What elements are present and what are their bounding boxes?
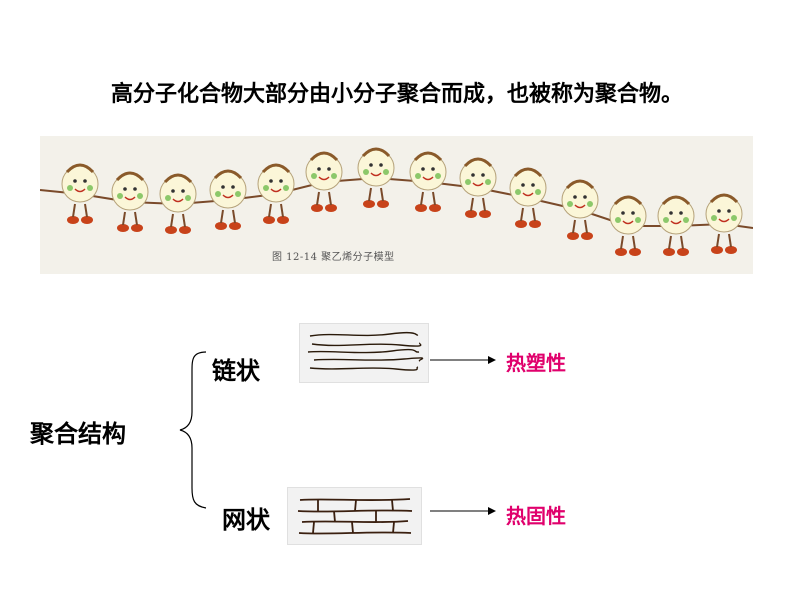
smiley-molecule-icon [657,195,695,256]
arrow-right-icon [430,356,496,364]
branch-label-network: 网状 [222,506,270,534]
curly-brace [179,351,207,509]
smiley-molecule-icon [111,171,149,232]
property-thermoset: 热固性 [506,504,566,528]
linear-structure-illustration [299,323,429,383]
headline: 高分子化合物大部分由小分子聚合而成，也被称为聚合物。 [110,82,683,107]
smiley-molecule-icon [357,147,395,208]
arrow-right-icon [430,507,496,515]
smiley-molecule-icon [61,163,99,224]
smiley-molecule-icon [705,193,743,254]
smiley-molecule-icon [159,173,197,234]
figure-caption: 图 12-14 聚乙烯分子模型 [272,252,395,263]
smiley-molecule-icon [409,151,447,212]
smiley-molecule-icon [459,157,497,218]
smiley-molecule-icon [609,195,647,256]
smiley-molecule-icon [209,169,247,230]
smiley-molecule-icon [305,151,343,212]
property-thermoplastic: 热塑性 [506,351,566,375]
network-structure-illustration [287,487,422,545]
branch-label-linear: 链状 [212,357,260,385]
polyethylene-model-figure [40,136,753,274]
smiley-molecule-icon [257,163,295,224]
smiley-molecule-icon [561,179,599,240]
root-label: 聚合结构 [30,420,126,448]
smiley-molecule-icon [509,167,547,228]
molecule-chain-illustration [40,147,753,256]
